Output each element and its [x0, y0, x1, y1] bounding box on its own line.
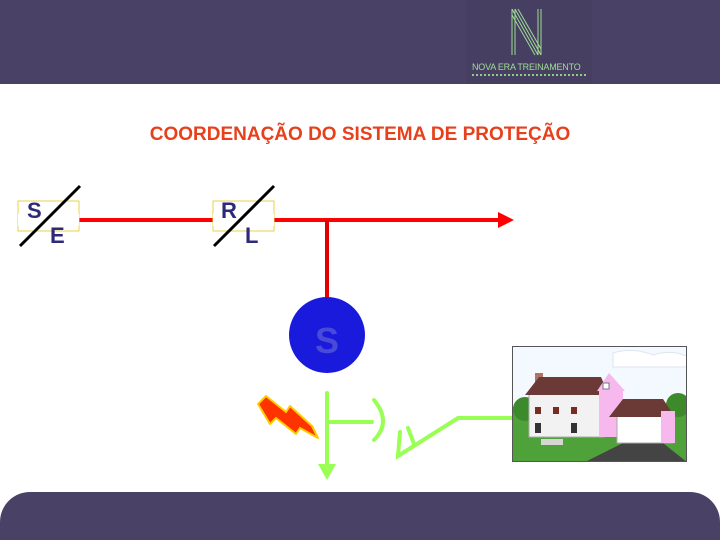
device-rl-gap	[213, 214, 274, 226]
device-se-gap	[18, 214, 79, 226]
page-title: COORDENAÇÃO DO SISTEMA DE PROTEÇÃO	[149, 124, 571, 145]
logo-tagline-decoration	[472, 74, 586, 76]
source-node[interactable]: S	[289, 297, 365, 373]
device-se-bottom-label: E	[50, 223, 65, 248]
device-rl[interactable]: R L	[212, 184, 276, 248]
device-rl-bottom-label: L	[245, 223, 258, 248]
device-rl-top-label: R	[221, 198, 237, 223]
green-tick	[406, 426, 416, 446]
source-node-circle	[289, 297, 365, 373]
company-logo: NOVA ERA TREINAMENTO	[466, 0, 592, 84]
device-rl-slash	[212, 184, 276, 248]
arrow-head-icon	[498, 212, 514, 228]
footer-band	[0, 492, 720, 540]
lightning-icon	[257, 395, 319, 439]
device-se[interactable]: S E	[17, 184, 82, 248]
green-arrow-head-icon	[318, 464, 336, 480]
house-picture	[512, 346, 687, 462]
device-se-slash	[18, 184, 82, 248]
house-illustration	[513, 347, 686, 461]
logo-text: NOVA ERA TREINAMENTO	[472, 62, 581, 72]
green-branch	[325, 391, 517, 468]
source-node-label: S	[315, 320, 339, 361]
green-curve	[372, 398, 385, 442]
logo-n-icon	[511, 8, 542, 56]
header-band	[0, 0, 720, 84]
device-se-top-label: S	[27, 198, 42, 223]
green-switch-line	[395, 416, 517, 460]
